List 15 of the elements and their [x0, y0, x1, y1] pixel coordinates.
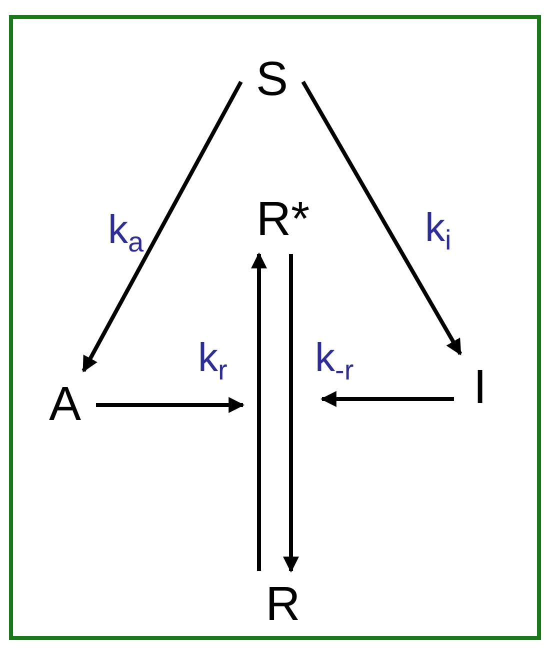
arrow — [96, 397, 245, 413]
species-label: A — [48, 381, 81, 429]
species-label: S — [256, 56, 288, 104]
species-label: R* — [256, 196, 310, 244]
arrow — [301, 80, 462, 356]
rate-constant-label: k$_{i}$ — [425, 208, 452, 254]
species-label: R — [266, 581, 300, 629]
arrow — [320, 391, 454, 407]
rate-constant-label: k$_{a}$ — [108, 210, 144, 256]
rate-constant-label: k$_{-r}$ — [315, 338, 354, 384]
arrow — [283, 254, 299, 573]
species-label: I — [473, 364, 487, 412]
arrow — [82, 80, 243, 372]
rate-constant-label: k$_{r}$ — [198, 338, 228, 384]
arrow — [251, 252, 267, 571]
